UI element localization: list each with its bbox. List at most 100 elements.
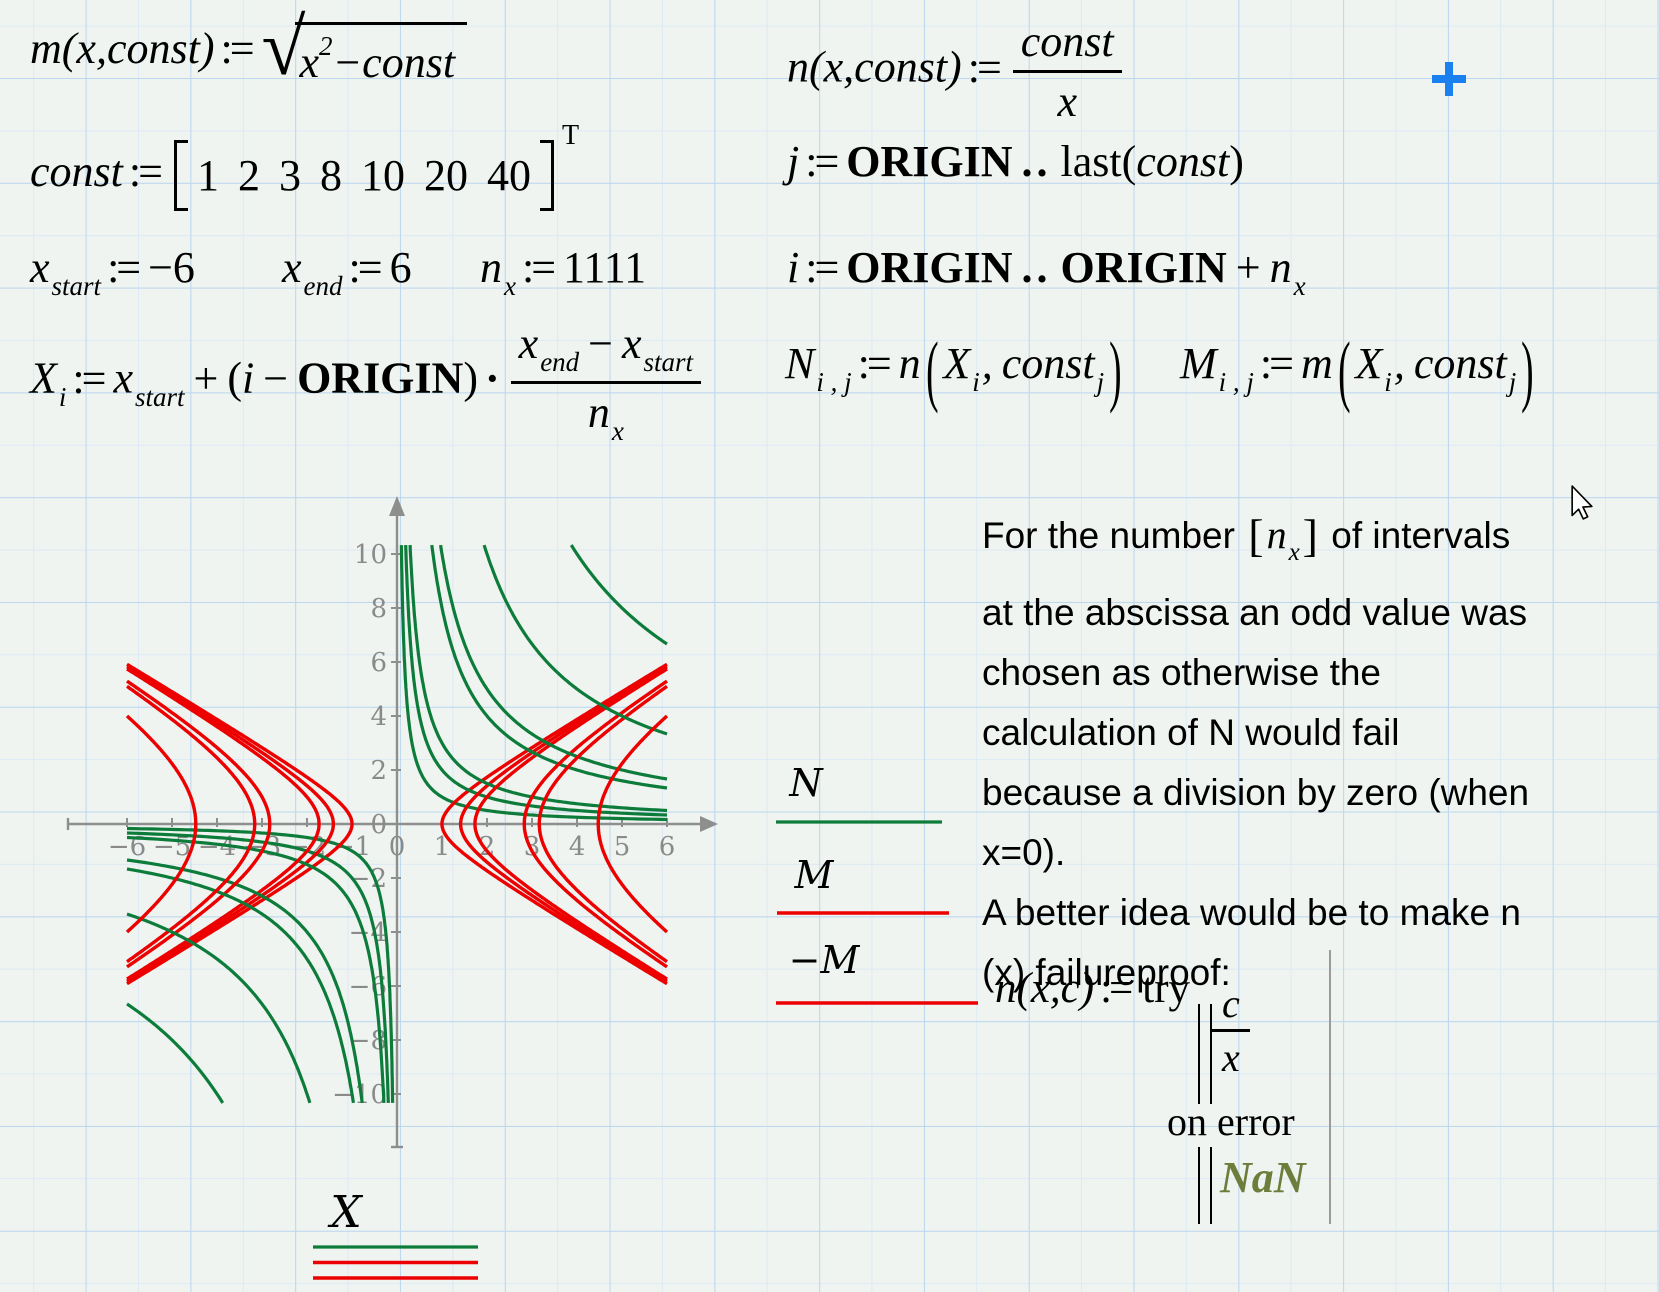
n-lhs: n(x,const) [787, 42, 962, 92]
bracket: [ [1248, 510, 1264, 561]
radicand: x2−const [295, 22, 468, 88]
m-lhs: m(x,const) [30, 24, 215, 74]
comma: , [1393, 339, 1405, 388]
var: const [1413, 339, 1507, 388]
text-region-note[interactable]: For the number [nx] of intervals at the … [982, 505, 1630, 1003]
mouse-pointer-icon [1571, 485, 1593, 520]
range-operator: .. [1021, 137, 1052, 186]
x-tick-label: 0 [389, 832, 406, 862]
assign-operator: := [107, 243, 141, 292]
curve-minusM-const3 [126, 823, 668, 981]
var: n [480, 243, 502, 292]
subscript: start [643, 347, 694, 377]
curve-minusM-const20 [125, 824, 669, 934]
nan-value[interactable]: NaN [1220, 1153, 1306, 1202]
math-region-x-start[interactable]: xstart:=−6 [30, 242, 195, 302]
assign-operator: := [72, 353, 106, 403]
function-name: n [898, 339, 921, 388]
math-region-nx[interactable]: nx:=1111 [480, 242, 646, 302]
text-line: because a division by zero (when [982, 772, 1530, 813]
math-region-j-range[interactable]: j:=ORIGIN..last(const) [787, 136, 1244, 187]
paren: ( [1121, 137, 1137, 186]
try-fraction[interactable]: c x [1212, 980, 1250, 1081]
assign-operator: := [805, 243, 839, 292]
math-region-try-program[interactable]: n(x,c):=try [995, 964, 1190, 1013]
big-paren: ( [925, 326, 939, 415]
big-paren: ) [1521, 326, 1534, 415]
matrix-cell: 2 [237, 151, 260, 201]
x-tick-label: 4 [569, 832, 586, 862]
var: i [242, 353, 255, 403]
var: N [785, 339, 815, 388]
math-region-m-definition[interactable]: m(x,const):=√x2−const [30, 4, 468, 92]
var: X [30, 353, 57, 403]
math-region-x-end[interactable]: xend:=6 [282, 242, 412, 302]
subscript: i [58, 381, 67, 412]
paren: ( [227, 353, 242, 403]
program-bar [1198, 1147, 1212, 1224]
subscript: end [540, 347, 580, 377]
x-axis-arrow-icon [700, 816, 718, 832]
var: x [622, 319, 642, 368]
y-tick-label: −2 [349, 864, 387, 894]
text-line: calculation of N would fail [982, 712, 1400, 753]
denominator: nx [510, 381, 702, 447]
numerator: const [1020, 17, 1114, 66]
crosshair-vertical-bar [1445, 62, 1453, 96]
text-line: at the abscissa an odd value was [982, 592, 1528, 633]
last-function: last [1060, 137, 1122, 186]
plot-legend-label[interactable]: −M [789, 938, 861, 982]
x-tick-label: −6 [108, 832, 146, 862]
var: x [282, 243, 302, 292]
curve-M-const1 [126, 662, 668, 824]
var: X [1355, 339, 1383, 388]
x-axis-legend-label[interactable]: X [327, 1187, 363, 1238]
text: For the number [982, 515, 1246, 556]
curve-N-const8 [126, 544, 668, 1104]
denominator: x [1212, 1029, 1250, 1081]
subscript: i , j [1218, 367, 1254, 397]
x-tick-label: 1 [434, 832, 451, 862]
range-operator: .. [1021, 243, 1052, 292]
paren: ) [463, 353, 478, 403]
function-name: m [1300, 339, 1333, 388]
value: −6 [148, 243, 195, 292]
plus-operator: + [193, 353, 219, 403]
curve-minusM-const2 [126, 823, 668, 983]
try-keyword: try [1142, 965, 1191, 1012]
subscript: x [611, 416, 624, 446]
numerator: c [1222, 981, 1240, 1026]
n-lhs: n(x,c) [995, 965, 1095, 1012]
plot-legend-label[interactable]: M [794, 853, 835, 897]
subscript: end [303, 271, 343, 301]
math-region-M-definition[interactable]: Mi , j:=m(Xi,constj) [1180, 326, 1539, 414]
subscript: x [504, 271, 516, 301]
origin-keyword: ORIGIN [846, 137, 1013, 186]
program-bar [1198, 1004, 1212, 1104]
plot-legend-label[interactable]: N [788, 761, 824, 805]
curve-N-const40 [126, 544, 668, 1104]
plus-operator: + [1235, 243, 1261, 292]
math-region-i-range[interactable]: i:=ORIGIN..ORIGIN+nx [787, 242, 1306, 302]
matrix-cell: 3 [278, 151, 301, 201]
matrix-cell: 1 [196, 151, 219, 201]
assign-operator: := [128, 147, 163, 196]
transpose-operator: T [561, 120, 580, 151]
var: n [1269, 243, 1292, 292]
var: x [30, 243, 50, 292]
math-region-N-definition[interactable]: Ni , j:=n(Xi,constj) [785, 326, 1127, 414]
value: 1111 [563, 243, 647, 292]
assign-operator: := [1100, 965, 1133, 1012]
assign-operator: := [348, 243, 383, 292]
const-lhs: const [30, 147, 123, 196]
var: const [1001, 339, 1095, 388]
radical-sign: √ [261, 4, 306, 92]
radicand-exponent: 2 [318, 31, 333, 61]
assign-operator: := [857, 339, 892, 388]
